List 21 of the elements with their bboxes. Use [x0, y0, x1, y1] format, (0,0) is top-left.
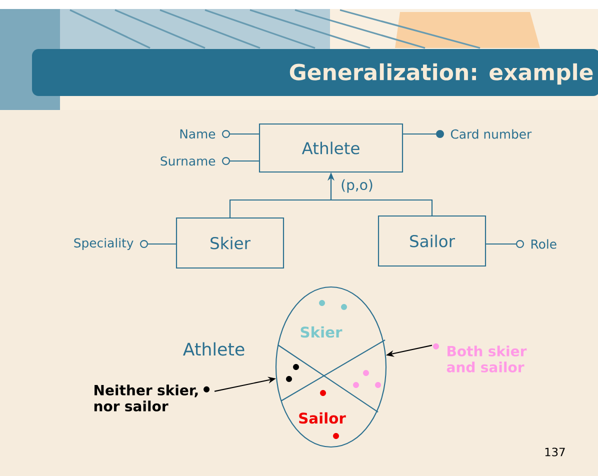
set-label: Athlete	[183, 342, 244, 356]
attribute-label: Surname	[160, 156, 216, 166]
attribute-label: Card number	[450, 129, 532, 139]
connector	[140, 240, 176, 248]
connector	[222, 157, 259, 165]
entity-box: Skier	[176, 217, 284, 269]
note-text: Both skier and sailor	[446, 346, 527, 372]
edge-label: (p,o)	[342, 179, 372, 193]
attribute-label: Speciality	[74, 238, 134, 250]
attribute-label: Name	[180, 129, 216, 139]
connector	[222, 130, 259, 138]
region-label: Skier	[300, 326, 342, 338]
attribute-label: Role	[531, 239, 556, 249]
entity-box: Sailor	[378, 215, 486, 267]
connector	[403, 130, 444, 138]
connector	[486, 240, 524, 248]
title-band: Generalization: example	[32, 49, 598, 96]
region-label: Sailor	[299, 412, 346, 424]
note-text: Neither skier, nor sailor	[94, 384, 198, 412]
entity-box: Athlete	[258, 123, 404, 173]
page-number: 137	[545, 448, 565, 456]
